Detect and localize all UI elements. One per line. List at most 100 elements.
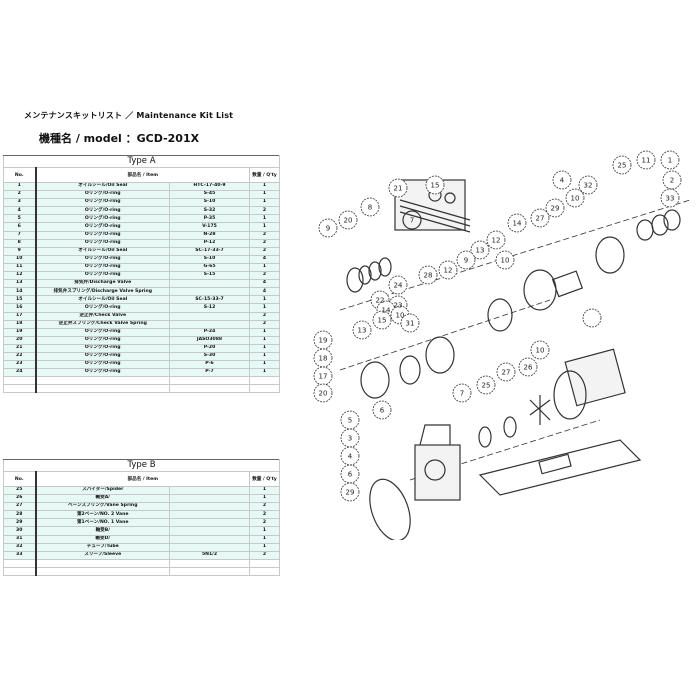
callout-number: 10: [501, 257, 510, 265]
row-spec: [169, 510, 250, 520]
row-item: Oリング/O-ring: [35, 238, 170, 248]
row-no: 24: [3, 368, 37, 378]
row-spec: P-12: [169, 238, 250, 248]
row-no: 8: [3, 238, 37, 248]
callout-number: 4: [348, 453, 353, 461]
row-qty: 1: [248, 222, 281, 232]
row-item: 排気弁/Discharge Valve: [35, 279, 170, 289]
callout-number: 13: [476, 247, 485, 255]
callout-number: 29: [346, 489, 355, 497]
row-no: 6: [3, 222, 37, 232]
row-qty: 1: [248, 198, 281, 208]
row-no: 15: [3, 295, 37, 305]
row-qty: 2: [248, 238, 281, 248]
row-item: Oリング/O-ring: [35, 230, 170, 240]
callout-number: 8: [368, 204, 372, 212]
row-item: Oリング/O-ring: [35, 254, 170, 264]
callout-number: 6: [348, 471, 353, 479]
row-no: 26: [3, 494, 37, 504]
callout-number: 12: [492, 237, 501, 245]
row-qty: 1: [248, 351, 281, 362]
callout-number: 27: [536, 215, 545, 223]
row-item: Oリング/O-ring: [35, 368, 170, 378]
row-no: 19: [3, 327, 37, 337]
row-spec: P-35: [169, 214, 250, 224]
type-a-title: Type A: [2, 155, 281, 168]
row-spec: [169, 534, 250, 544]
kit-list-title: メンテナンスキットリスト ／ Maintenance Kit List: [24, 111, 234, 120]
row-spec: [169, 518, 250, 528]
row-item: 軸受A/: [35, 494, 170, 504]
row-item: Oリング/O-ring: [35, 335, 170, 345]
callout-number: 25: [618, 162, 627, 170]
callout-number: 7: [410, 217, 414, 225]
callout-number: 7: [460, 390, 464, 398]
row-qty: 1: [248, 343, 281, 353]
row-qty: 1: [248, 327, 281, 337]
row-spec: S-10: [169, 254, 250, 264]
callout-number: 14: [382, 307, 391, 315]
row-qty: 1: [249, 494, 280, 504]
col-item-header: 部品名 / Item: [35, 167, 250, 183]
row-qty: 1: [248, 368, 281, 378]
row-spec: P-24: [169, 327, 250, 337]
row-qty: 2: [249, 502, 280, 512]
callout-number: 1: [668, 157, 672, 165]
row-no: 7: [3, 230, 37, 240]
row-spec: S-10: [169, 198, 250, 208]
row-item: 逆止弁/Check Valve: [35, 311, 170, 321]
row-no: 1: [3, 181, 37, 192]
row-no: 13: [3, 279, 37, 289]
callout-number: 2: [670, 177, 674, 185]
row-spec: [169, 502, 250, 512]
col-qty-header: 数量 / Q'ty: [249, 471, 280, 487]
row-qty: 1: [248, 360, 281, 370]
row-item: Oリング/O-ring: [35, 327, 170, 337]
row-item: Oリング/O-ring: [35, 303, 170, 313]
row-spec: S-32: [169, 206, 250, 216]
callout-number: 18: [319, 355, 328, 363]
row-spec: JASO3088: [169, 335, 250, 345]
col-no-header: No.: [3, 167, 37, 183]
row-item: 逆止弁スプリング/Check Valve Spring: [35, 319, 170, 329]
row-item: 軸受D/: [35, 534, 170, 544]
row-item: Oリング/O-ring: [35, 222, 170, 232]
row-qty: 1: [249, 542, 280, 552]
row-spec: [169, 494, 250, 504]
callout-number: 15: [431, 182, 440, 190]
row-qty: 4: [248, 287, 281, 297]
model-title: 機種名 / model ：GCD-201X: [39, 132, 200, 145]
row-no: 11: [3, 262, 37, 273]
row-qty: 1: [248, 214, 281, 224]
row-item: Oリング/O-ring: [35, 190, 170, 200]
callout-number: 26: [524, 364, 533, 372]
callout-number: 20: [344, 217, 353, 225]
callout-number: 27: [502, 369, 511, 377]
row-item: オイルシール/Oil Seal: [35, 246, 170, 256]
callout-number: 29: [551, 205, 560, 213]
row-item: スリーブ/Sleeve: [35, 550, 170, 560]
row-qty: 1: [248, 295, 281, 305]
callout-number: 9: [326, 225, 330, 233]
callout-number: 21: [394, 185, 403, 193]
row-no: 28: [3, 510, 37, 520]
row-item: ベーンスプリング/Vane Spring: [35, 502, 170, 512]
row-spec: HTC-17-40-9: [169, 181, 250, 192]
callout-number: 5: [348, 417, 352, 425]
callout-number: 3: [348, 435, 352, 443]
